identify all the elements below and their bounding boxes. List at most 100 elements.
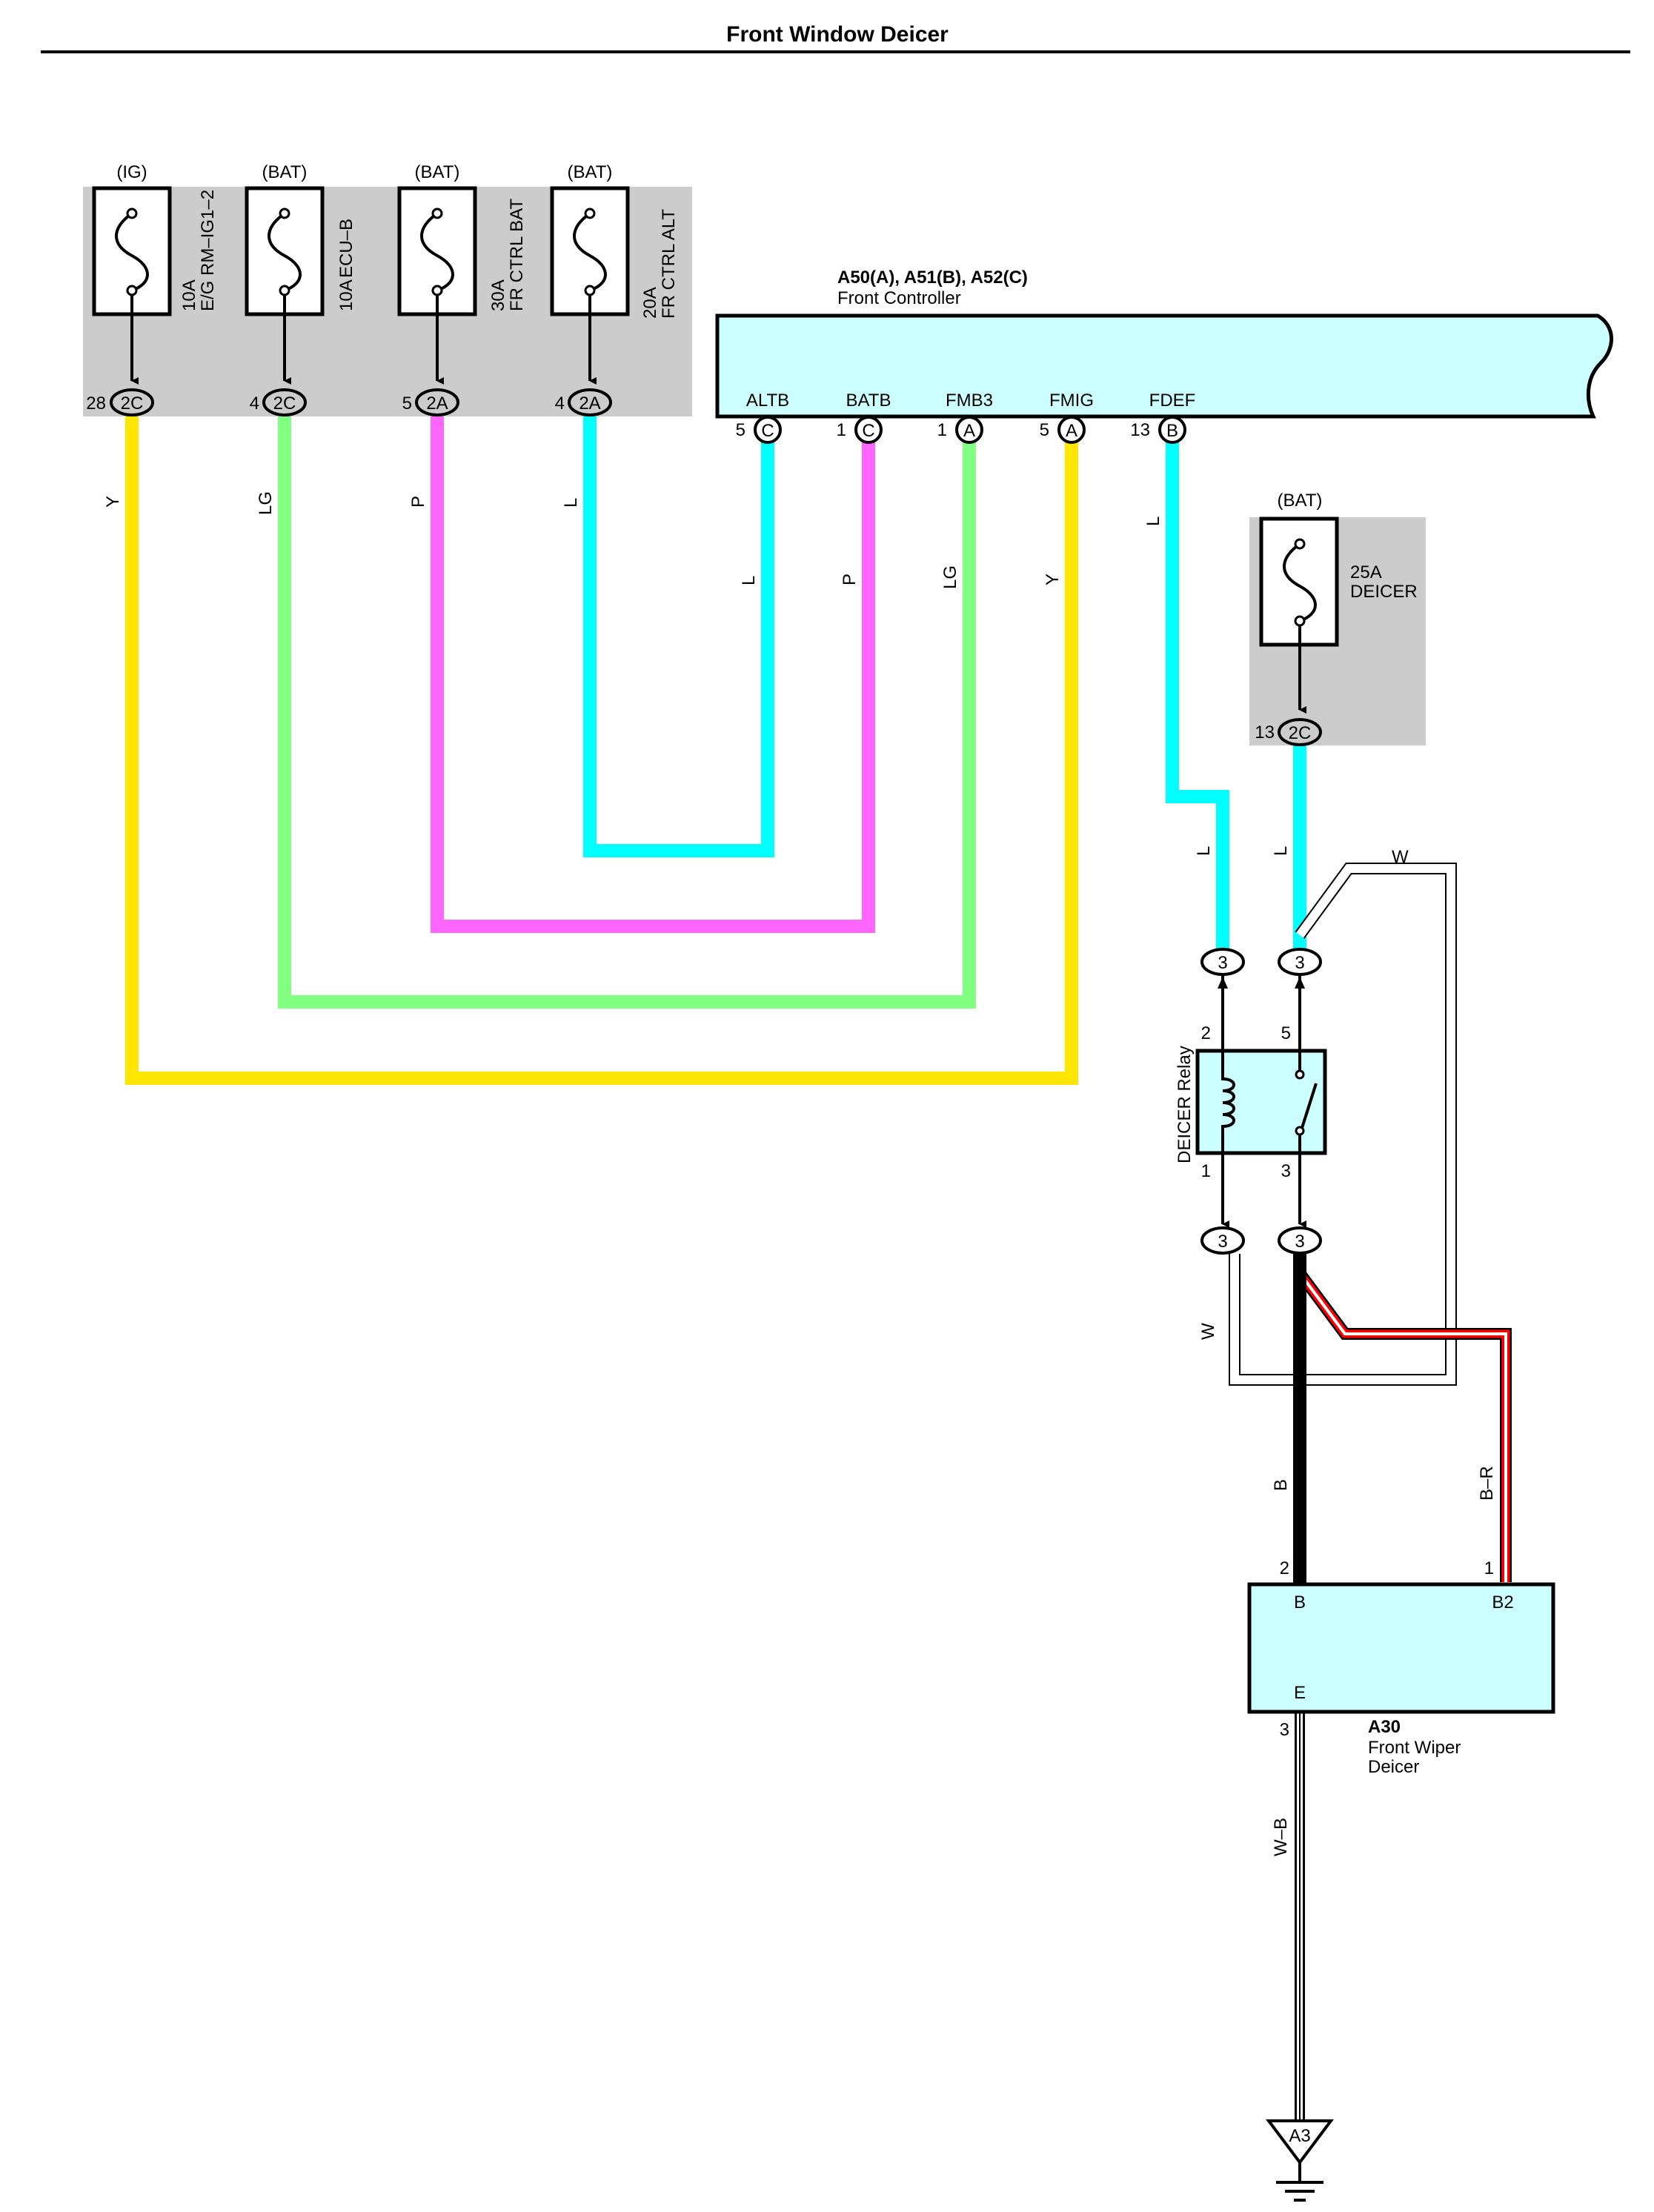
ground-a3: A3 xyxy=(1266,2119,1334,2202)
svg-text:A: A xyxy=(1066,421,1077,441)
fuse-element-icon xyxy=(1283,542,1317,622)
fuse-fr-ctrl-alt: (BAT) 20A FR CTRL ALT 4 2A xyxy=(550,162,679,416)
fuse-connector xyxy=(415,388,459,416)
relay-connector xyxy=(1200,948,1245,976)
svg-text:3: 3 xyxy=(1295,1232,1304,1252)
deicer-code: A30 xyxy=(1368,1717,1401,1737)
wire-label: L xyxy=(1194,846,1214,856)
wire-w xyxy=(1230,864,1455,1384)
svg-text:2: 2 xyxy=(1201,1023,1211,1043)
svg-text:A: A xyxy=(963,421,975,441)
fuse-pin: 4 xyxy=(250,393,259,413)
wire-l-fdef xyxy=(1166,437,1229,950)
svg-text:2: 2 xyxy=(1280,1558,1289,1578)
wire-label: B–R xyxy=(1477,1466,1497,1501)
fuse-name: ECU–B xyxy=(336,219,356,278)
svg-text:5: 5 xyxy=(1281,1023,1291,1043)
svg-text:2A: 2A xyxy=(426,393,448,413)
fuse-source-label: (BAT) xyxy=(568,162,613,182)
deicer-terminal-b: B xyxy=(1294,1592,1306,1612)
fuse-source-label: (BAT) xyxy=(415,162,460,182)
svg-text:5: 5 xyxy=(1040,420,1049,440)
fuse-pin: 4 xyxy=(555,393,565,413)
fuse-element-icon xyxy=(115,212,149,292)
wire-l xyxy=(583,416,774,857)
controller-terminal-fmig: FMIG xyxy=(1049,391,1094,411)
fuse-name: FR CTRL BAT xyxy=(507,199,527,311)
relay-body xyxy=(1195,1049,1327,1155)
pin-connector xyxy=(955,416,983,444)
fuse-pin: 13 xyxy=(1255,723,1275,743)
wire-label: LG xyxy=(940,565,960,589)
svg-text:2C: 2C xyxy=(121,393,144,413)
page-title: Front Window Deicer xyxy=(726,22,949,47)
pin-connector xyxy=(854,416,883,444)
fuse-deicer: (BAT) 25A DEICER 13 2C xyxy=(1249,491,1426,746)
wire-label: W xyxy=(1198,1323,1218,1340)
svg-text:5: 5 xyxy=(736,420,745,440)
fuse-connector xyxy=(1278,718,1322,746)
fuse-rating: 10A xyxy=(179,279,199,311)
fuse-connector xyxy=(262,388,307,416)
svg-text:1: 1 xyxy=(937,420,947,440)
svg-text:C: C xyxy=(761,421,774,441)
fuse-name: E/G RM–IG1–2 xyxy=(198,190,218,311)
wire-label: P xyxy=(840,574,860,585)
pin-connector xyxy=(754,416,782,444)
controller-code: A50(A), A51(B), A52(C) xyxy=(837,268,1028,288)
pin-connector xyxy=(1057,416,1086,444)
svg-text:3: 3 xyxy=(1281,1161,1291,1181)
svg-text:2A: 2A xyxy=(579,393,600,413)
wire-label: LG xyxy=(256,491,276,515)
wire-label: Y xyxy=(1043,574,1063,585)
wire-lg xyxy=(278,416,976,1009)
wire-label: L xyxy=(561,498,581,508)
controller-terminal-batb: BATB xyxy=(846,391,891,411)
controller-pins: 5 C 1 C 1 A 5 A 13 B xyxy=(736,416,1186,444)
relay-connector xyxy=(1278,948,1322,976)
wire-label: P xyxy=(408,496,428,508)
svg-text:1: 1 xyxy=(837,420,846,440)
wire-label: L xyxy=(1271,846,1291,856)
wire-label: L xyxy=(1143,517,1163,526)
svg-text:3: 3 xyxy=(1280,1720,1289,1740)
deicer-name-line2: Deicer xyxy=(1368,1757,1419,1777)
svg-text:A3: A3 xyxy=(1289,2126,1310,2146)
pin-connector xyxy=(1158,416,1186,444)
ground-point xyxy=(1266,2119,1334,2165)
fuse-rating: 10A xyxy=(336,279,356,311)
svg-text:3: 3 xyxy=(1218,953,1227,973)
wire-br xyxy=(1296,1270,1510,1582)
fuse-name: DEICER xyxy=(1350,582,1418,602)
fuse-name: FR CTRL ALT xyxy=(659,209,679,319)
wire-label: Y xyxy=(103,496,123,508)
wire-label: W xyxy=(1392,847,1409,867)
svg-text:1: 1 xyxy=(1201,1161,1211,1181)
fuse-connector xyxy=(110,388,154,416)
controller-terminal-fmb3: FMB3 xyxy=(946,391,993,411)
switch-icon xyxy=(1301,1083,1318,1129)
svg-text:3: 3 xyxy=(1295,953,1304,973)
controller-name: Front Controller xyxy=(837,288,961,308)
wires xyxy=(125,416,1512,2127)
fuse-rating: 20A xyxy=(640,287,660,319)
fuse-element-icon xyxy=(268,212,302,292)
svg-text:2C: 2C xyxy=(273,393,296,413)
svg-text:13: 13 xyxy=(1130,420,1150,440)
svg-text:C: C xyxy=(862,421,874,441)
front-controller: A50(A), A51(B), A52(C) Front Controller … xyxy=(715,268,1613,419)
fuse-pin: 5 xyxy=(402,393,412,413)
fuse-connector xyxy=(568,388,612,416)
fuse-fr-ctrl-bat: (BAT) 30A FR CTRL BAT 5 2A xyxy=(397,162,527,416)
svg-text:B: B xyxy=(1166,421,1178,441)
controller-terminal-fdef: FDEF xyxy=(1149,391,1196,411)
relay-connector xyxy=(1200,1226,1245,1255)
svg-text:2C: 2C xyxy=(1289,723,1312,743)
deicer-name-line1: Front Wiper xyxy=(1368,1738,1461,1758)
coil-icon xyxy=(1221,1051,1235,1153)
wire-label: W–B xyxy=(1271,1818,1291,1856)
fuse-source-label: (BAT) xyxy=(262,162,308,182)
fuse-eg-rm-ig1-2: (IG) 10A E/G RM–IG1–2 28 2C xyxy=(86,162,218,416)
front-wiper-deicer: 2 1 B B2 E 3 A30 Front Wiper Deicer xyxy=(1247,1558,1555,1777)
